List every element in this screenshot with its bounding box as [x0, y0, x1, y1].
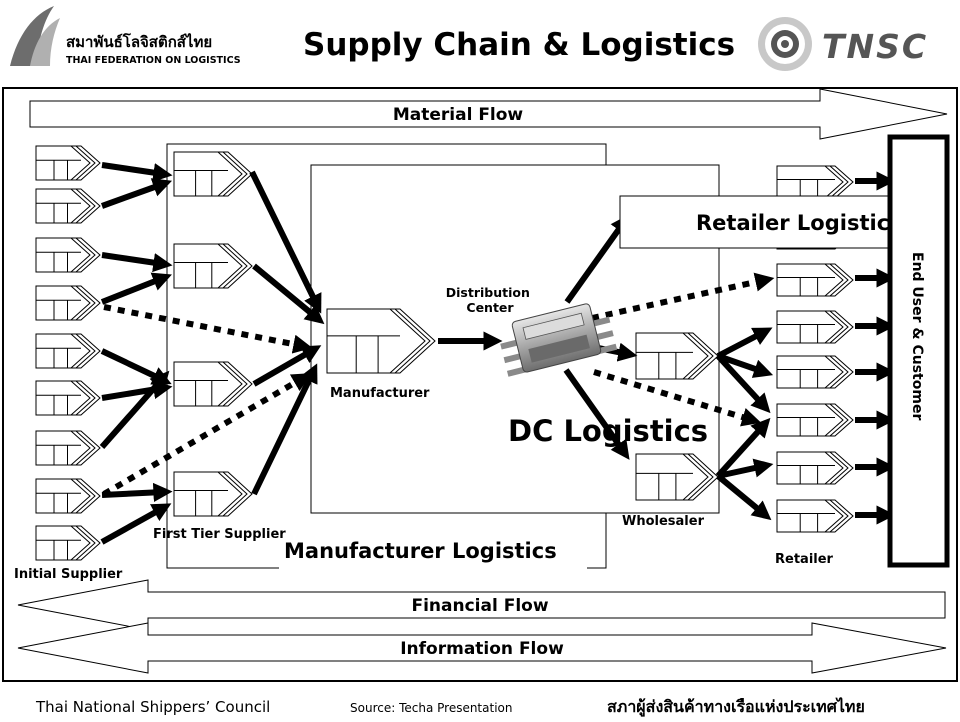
flow-arrow-27	[716, 473, 772, 521]
flow-arrow-5	[100, 348, 172, 385]
flow-arrow-2	[100, 178, 173, 209]
logo-thai-text: สมาพันธ์โลจิสติกส์ไทย	[66, 32, 212, 51]
flow-arrow-24	[715, 353, 771, 414]
footer-org-english: Thai National Shippers’ Council	[35, 698, 270, 716]
tnsc-logo-icon	[758, 17, 812, 71]
retailer-label: Retailer	[775, 552, 834, 567]
flow-arrow-11	[252, 263, 325, 325]
end-user-box	[887, 134, 950, 568]
logo-english-text: THAI FEDERATION ON LOGISTICS	[66, 55, 241, 66]
initial-supplier-node-8	[35, 478, 101, 514]
information-flow-label: Information Flow	[400, 639, 564, 659]
retailer-node-5	[776, 355, 854, 389]
dc-logistics-label: DC Logistics	[508, 414, 708, 448]
initial-supplier-node-6	[35, 380, 101, 416]
flow-arrow-7	[99, 370, 170, 449]
retailer-node-1	[776, 165, 854, 199]
flow-arrow-3	[101, 252, 173, 273]
flow-arrow-26	[717, 458, 774, 479]
manufacturer-label: Manufacturer	[330, 386, 430, 401]
flow-arrow-1	[101, 162, 173, 183]
flow-arrow-23	[717, 353, 774, 378]
material-flow-arrow: Material Flow	[29, 88, 948, 140]
page-title: Supply Chain & Logistics	[303, 27, 735, 63]
footer-source: Source: Techa Presentation	[350, 701, 512, 715]
tnsc-logo-text: TNSC	[822, 27, 928, 66]
financial-flow-arrow: Financial Flow	[17, 579, 946, 631]
flow-arrow-9	[100, 503, 172, 545]
initial-supplier-node-4	[35, 285, 101, 321]
manufacturer-node	[326, 308, 436, 374]
initial-supplier-node-3	[35, 237, 101, 273]
node-layer	[35, 145, 854, 561]
first-tier-supplier-label: First Tier Supplier	[153, 527, 286, 542]
thai-federation-logistics-logo-icon	[10, 6, 60, 66]
flow-arrow-4	[100, 272, 172, 305]
arrow-layer	[99, 162, 896, 545]
retailer-logistics-label: Retailer Logistics	[696, 211, 902, 235]
initial-supplier-node-1	[35, 145, 101, 181]
retailer-node-3	[776, 263, 854, 297]
flow-arrow-25	[715, 417, 771, 479]
retailer-node-6	[776, 403, 854, 437]
end-user-label: End User & Customer	[909, 252, 925, 420]
diagram-frame	[2, 87, 958, 682]
wholesaler-node-1	[635, 332, 719, 380]
flow-arrow-20	[591, 272, 775, 321]
first-tier-supplier-node-4	[173, 471, 253, 517]
flow-arrow-13	[251, 363, 318, 496]
initial-supplier-node-9	[35, 525, 101, 561]
manufacturer-logistics-label: Manufacturer Logistics	[284, 539, 557, 563]
footer-org-thai: สภาผู้ส่งสินค้าทางเรือแห่งประเทศไทย	[607, 697, 865, 718]
flow-arrow-14	[103, 304, 313, 354]
flow-arrow-10	[249, 170, 322, 314]
header: สมาพันธ์โลจิสติกส์ไทย THAI FEDERATION ON…	[10, 6, 928, 71]
initial-supplier-node-5	[35, 333, 101, 369]
flow-arrow-12	[252, 345, 322, 387]
initial-supplier-node-7	[35, 430, 101, 466]
first-tier-supplier-node-1	[173, 151, 253, 197]
retailer-node-7	[776, 451, 854, 485]
flow-arrow-22	[716, 327, 773, 359]
first-tier-supplier-node-2	[173, 243, 253, 289]
flow-arrow-19	[563, 368, 630, 460]
flow-arrow-17	[564, 214, 630, 304]
initial-supplier-node-2	[35, 188, 101, 224]
retailer-node-4	[776, 310, 854, 344]
flow-arrow-8	[101, 482, 173, 503]
footer: Thai National Shippers’ Council Source: …	[35, 697, 865, 718]
retailer-node-8	[776, 499, 854, 533]
wholesaler-node-2	[635, 453, 719, 501]
initial-supplier-label: Initial Supplier	[14, 567, 123, 582]
financial-flow-label: Financial Flow	[411, 596, 548, 616]
distribution-center-label: Distribution Center	[446, 285, 534, 315]
flow-arrow-15	[102, 373, 312, 497]
first-tier-supplier-node-3	[173, 361, 253, 407]
information-flow-arrow: Information Flow	[17, 622, 947, 674]
wholesaler-label: Wholesaler	[622, 514, 705, 529]
distribution-center-device-icon	[500, 303, 618, 377]
material-flow-label: Material Flow	[393, 105, 524, 125]
manufacturer-logistics-label-box	[279, 530, 587, 570]
